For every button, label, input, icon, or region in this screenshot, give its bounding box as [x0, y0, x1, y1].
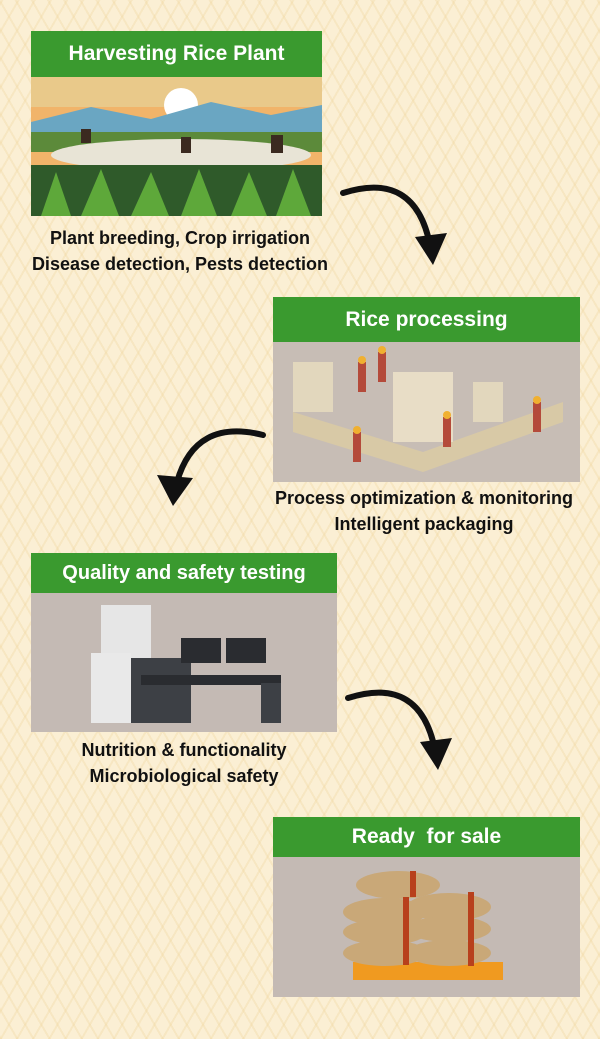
- stage-processing: Rice processing: [273, 297, 580, 482]
- curved-arrow-icon: [340, 184, 447, 265]
- stage-captions: Plant breeding, Crop irrigation Disease …: [0, 225, 360, 277]
- caption-line: Disease detection, Pests detection: [31, 254, 329, 274]
- factory-image: [273, 342, 580, 482]
- stage-title: Quality and safety testing: [31, 553, 337, 593]
- lab-instrument-image: [31, 593, 337, 732]
- curved-arrow-icon: [345, 689, 452, 770]
- stage-title: Harvesting Rice Plant: [31, 31, 322, 77]
- stage-harvesting: Harvesting Rice Plant: [31, 31, 322, 216]
- rice-field-image: [31, 77, 322, 216]
- caption-line: Microbiological safety: [89, 766, 279, 786]
- curved-arrow-icon: [157, 428, 266, 506]
- caption-line: Nutrition & functionality: [81, 740, 287, 760]
- rice-sacks-image: [273, 857, 580, 997]
- stage-captions: Nutrition & functionality Microbiologica…: [31, 737, 337, 789]
- stage-title: Ready for sale: [273, 817, 580, 857]
- caption-line: Plant breeding, Crop irrigation: [49, 228, 310, 248]
- stage-testing: Quality and safety testing: [31, 553, 337, 732]
- caption-line: Intelligent packaging: [334, 514, 514, 534]
- caption-line: Process optimization & monitoring: [274, 488, 574, 508]
- stage-title: Rice processing: [273, 297, 580, 342]
- stage-ready-for-sale: Ready for sale: [273, 817, 580, 997]
- stage-captions: Process optimization & monitoring Intell…: [248, 485, 600, 537]
